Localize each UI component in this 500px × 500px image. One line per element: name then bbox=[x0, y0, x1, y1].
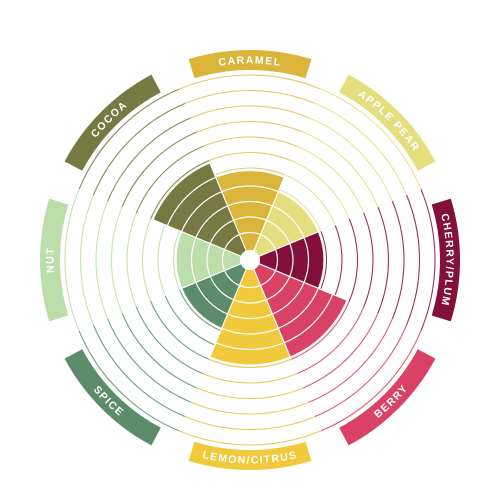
ring-arc-spice bbox=[92, 324, 186, 418]
wedge-berry bbox=[253, 263, 348, 358]
ring-arc-apple-pear bbox=[308, 117, 393, 202]
ring-arc-cocoa bbox=[78, 88, 180, 190]
ring-arc-nut bbox=[80, 194, 94, 326]
ring-arc-apple-pear bbox=[302, 131, 379, 208]
ring-arc-cherry-plum bbox=[420, 188, 436, 332]
grid-spoke bbox=[255, 261, 348, 301]
ring-arc-caramel bbox=[184, 90, 316, 104]
ring-arc-spice bbox=[178, 289, 221, 332]
ring-arc-berry bbox=[296, 306, 365, 375]
label-band-spice bbox=[64, 349, 161, 446]
ring-arc-lemon-citrus bbox=[202, 373, 298, 384]
wedge-nut bbox=[176, 231, 241, 289]
grid-spoke bbox=[152, 219, 245, 259]
ring-arc-cocoa bbox=[107, 117, 192, 202]
ring-arc-berry bbox=[302, 312, 379, 389]
ring-arc-lemon-citrus bbox=[190, 401, 310, 415]
ring-arc-cocoa bbox=[150, 160, 210, 220]
grid-layer bbox=[144, 154, 356, 366]
ring-arc-caramel bbox=[196, 120, 304, 133]
category-label-nut: NUT bbox=[44, 247, 56, 274]
ring-arc-berry bbox=[290, 300, 350, 360]
ring-arc-lemon-citrus bbox=[184, 416, 316, 430]
wedge-caramel bbox=[215, 170, 285, 251]
ring-arc-nut bbox=[141, 218, 152, 302]
grid-circle bbox=[206, 216, 294, 304]
ring-arc-cherry-plum bbox=[320, 230, 327, 290]
ring-arc-spice bbox=[164, 294, 216, 346]
ring-arc-lemon-citrus bbox=[208, 358, 292, 369]
ring-arc-caramel bbox=[190, 105, 310, 119]
ring-arc-nut bbox=[110, 206, 123, 314]
ring-arc-nut bbox=[157, 224, 166, 296]
label-band-lemon-citrus bbox=[188, 441, 312, 470]
grid-spoke bbox=[255, 219, 348, 259]
ring-arc-nut bbox=[126, 212, 137, 308]
grid-circle bbox=[221, 231, 279, 289]
grid-circle bbox=[159, 169, 341, 351]
ring-arc-caramel bbox=[202, 136, 298, 147]
wedge-lemon-citrus bbox=[209, 269, 291, 365]
ring-arc-nut bbox=[64, 188, 80, 332]
label-band-caramel bbox=[188, 50, 312, 79]
ring-arc-apple-pear bbox=[279, 188, 322, 231]
ring-arc-berry bbox=[320, 330, 422, 432]
ring-arc-cherry-plum bbox=[334, 224, 343, 296]
grid-spoke bbox=[251, 162, 291, 255]
wedge-cherry-plum bbox=[259, 231, 324, 289]
label-band-apple-pear bbox=[339, 74, 436, 171]
grid-spoke bbox=[152, 261, 245, 301]
ring-arc-spice bbox=[107, 318, 192, 403]
ring-arc-apple-pear bbox=[284, 174, 336, 226]
ring-arc-lemon-citrus bbox=[178, 430, 322, 446]
category-label-cherry-plum: CHERRY/PLUM bbox=[438, 212, 455, 307]
grid-spoke bbox=[209, 265, 249, 358]
ring-arc-cocoa bbox=[135, 145, 204, 214]
ring-arc-spice bbox=[135, 306, 204, 375]
ring-arc-spice bbox=[78, 330, 180, 432]
ring-arc-cocoa bbox=[92, 102, 186, 196]
ring-arc-cherry-plum bbox=[406, 194, 420, 326]
ring-arc-caramel bbox=[178, 74, 322, 90]
label-band-cherry-plum bbox=[431, 198, 460, 322]
ring-arc-cherry-plum bbox=[363, 212, 374, 308]
ring-arc-caramel bbox=[208, 151, 292, 162]
grid-circle bbox=[175, 185, 325, 335]
grid-spoke bbox=[251, 265, 291, 358]
ring-arc-spice bbox=[121, 312, 198, 389]
ring-arc-cherry-plum bbox=[348, 218, 359, 302]
ring-arc-spice bbox=[150, 300, 210, 360]
grid-spoke bbox=[209, 162, 249, 255]
ring-arc-berry bbox=[308, 318, 393, 403]
category-label-apple-pear: APPLE PEAR bbox=[356, 88, 422, 154]
ring-arc-cocoa bbox=[121, 131, 198, 208]
ring-arc-cherry-plum bbox=[391, 200, 405, 320]
wedge-cocoa bbox=[152, 162, 247, 257]
label-band-nut bbox=[40, 198, 69, 322]
ring-arc-nut bbox=[95, 200, 109, 320]
ring-arc-cherry-plum bbox=[377, 206, 390, 314]
ring-arc-apple-pear bbox=[314, 102, 408, 196]
ring-arc-apple-pear bbox=[320, 88, 422, 190]
category-label-lemon-citrus: LEMON/CITRUS bbox=[201, 449, 298, 467]
ring-arc-berry bbox=[314, 324, 408, 418]
ring-arc-apple-pear bbox=[296, 145, 365, 214]
center-hub bbox=[240, 250, 260, 270]
ring-arc-apple-pear bbox=[290, 160, 350, 220]
label-band-berry bbox=[339, 349, 436, 446]
ring-arc-nut bbox=[173, 230, 180, 290]
label-band-cocoa bbox=[64, 74, 161, 171]
ring-arc-lemon-citrus bbox=[196, 387, 304, 400]
category-label-caramel: CARAMEL bbox=[218, 54, 283, 68]
ring-arc-caramel bbox=[214, 167, 286, 176]
grid-circle bbox=[144, 154, 356, 366]
grid-circle bbox=[190, 200, 310, 320]
